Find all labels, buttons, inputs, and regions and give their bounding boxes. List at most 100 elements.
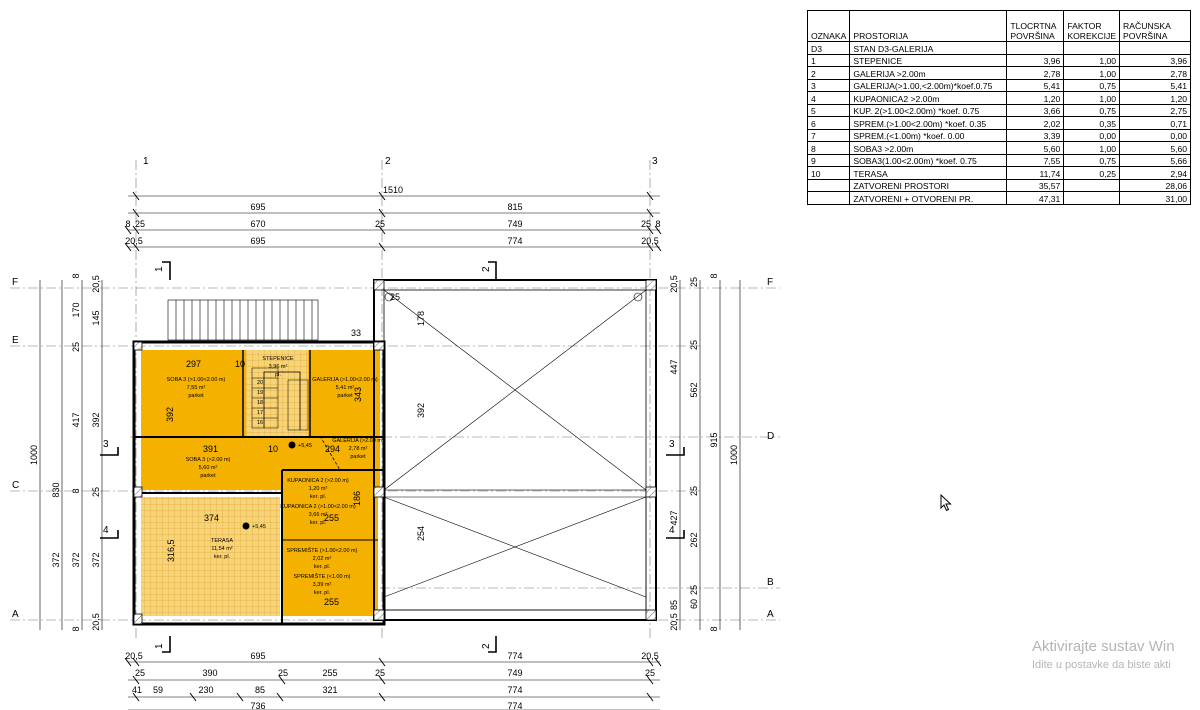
room-floor: ker. pl.: [314, 564, 331, 570]
svg-text:774: 774: [507, 701, 522, 710]
room-label: SPREMIŠTE (>1.00<2.00 m): [287, 547, 358, 554]
room-label: KUPAONICA 2 (>1.00<2.00 m): [280, 504, 356, 510]
room-floor: parket: [350, 454, 366, 460]
cell-factor: 0,75: [1063, 78, 1121, 92]
room-area: 2,78 m²: [349, 446, 368, 452]
svg-text:25: 25: [375, 668, 385, 678]
left-dimensions: 1000 830 372 170 417 372 145 392 372 8 2…: [29, 273, 101, 631]
svg-text:1000: 1000: [29, 445, 39, 465]
room-labels: SOBA 3 (>1.00<2.00 m) 7,55 m² parket STE…: [167, 356, 384, 596]
top-dimensions: 1510 695 815 8 25 670 25 749 25 8 20,5 6…: [125, 185, 660, 246]
room-label: KUPAONICA 2 (>2.00 m): [287, 478, 349, 484]
cell-name: SOBA3(1.00<2.00m) *koef. 0.75: [849, 153, 1008, 167]
svg-text:695: 695: [250, 651, 265, 661]
cell-area: 3,66: [1006, 103, 1065, 117]
svg-text:343: 343: [353, 387, 363, 402]
svg-text:18: 18: [257, 400, 263, 406]
room-area: 2,02 m²: [313, 556, 332, 562]
svg-text:447: 447: [669, 359, 679, 374]
svg-text:145: 145: [91, 310, 101, 325]
cell-code: 3: [806, 78, 851, 92]
svg-text:297: 297: [186, 359, 201, 369]
svg-text:695: 695: [250, 202, 265, 212]
room-label: GALERIJA (>1.00<2.00 m): [312, 377, 378, 383]
section-marks: [100, 261, 685, 653]
cell-code: 1: [806, 53, 851, 67]
svg-text:1000: 1000: [729, 445, 739, 465]
cell-name: TERASA: [849, 166, 1008, 180]
room-label: SOBA 3 (>2.00 m): [186, 457, 231, 463]
svg-text:25: 25: [645, 668, 655, 678]
cell-name: KUPAONICA2 >2.00m: [849, 91, 1008, 105]
cell-factor: 0,00: [1063, 128, 1121, 142]
svg-text:25: 25: [390, 292, 400, 302]
svg-text:17: 17: [257, 410, 263, 416]
room-floor: ker. pl.: [314, 590, 331, 596]
cell-area: 47,31: [1006, 191, 1065, 205]
svg-text:562: 562: [689, 382, 699, 397]
svg-text:670: 670: [250, 219, 265, 229]
svg-text:25: 25: [135, 219, 145, 229]
svg-text:25: 25: [689, 277, 699, 287]
room-floor: parket: [188, 393, 204, 399]
svg-text:20: 20: [257, 380, 263, 386]
header-tlocrtna: TLOCRTNA POVRŠINA: [1006, 10, 1065, 42]
mouse-cursor-icon: [940, 494, 952, 512]
svg-text:19: 19: [257, 390, 263, 396]
room-fills: [141, 350, 380, 616]
svg-text:8: 8: [71, 488, 81, 493]
svg-text:20,5: 20,5: [669, 613, 679, 631]
header-prostorija: PROSTORIJA: [849, 10, 1008, 42]
cell-factor: 0,75: [1063, 153, 1121, 167]
cell-factor: 1,00: [1063, 66, 1121, 80]
cell-code: [806, 191, 851, 205]
room-label: SOBA 3 (>1.00<2.00 m): [167, 377, 226, 383]
svg-text:2: 2: [481, 266, 492, 272]
svg-text:178: 178: [416, 311, 426, 326]
svg-text:391: 391: [203, 444, 218, 454]
svg-text:10: 10: [235, 359, 245, 369]
svg-text:25: 25: [71, 342, 81, 352]
svg-text:254: 254: [416, 526, 426, 541]
windows-activation-watermark: Aktivirajte sustav Win Idite u postavke …: [1032, 638, 1175, 671]
header-faktor: FAKTOR KOREKCIJE: [1063, 10, 1121, 42]
svg-text:915: 915: [709, 432, 719, 447]
cell-name: STEPENICE: [849, 53, 1008, 67]
svg-text:20,5: 20,5: [641, 236, 659, 246]
svg-text:25: 25: [135, 668, 145, 678]
svg-text:392: 392: [165, 407, 175, 422]
cell-calc: 1,20: [1119, 91, 1192, 105]
cell-code: 6: [806, 116, 851, 130]
cell-name: SPREM.(>1.00<2.00m) *koef. 0.35: [849, 116, 1008, 130]
columns: [133, 279, 657, 625]
room-label: GALERIJA (>2.00 m): [332, 438, 384, 444]
svg-text:255: 255: [324, 597, 339, 607]
axis-row-label: D: [767, 431, 774, 442]
room-floor: ker. pl.: [310, 494, 327, 500]
cell-name: STAN D3-GALERIJA: [849, 41, 1008, 55]
svg-text:10: 10: [268, 444, 278, 454]
room-floor: parket: [200, 473, 216, 479]
svg-text:392: 392: [91, 412, 101, 427]
room-area: 1,20 m²: [309, 486, 328, 492]
cell-factor: 1,00: [1063, 141, 1121, 155]
cell-factor: 1,00: [1063, 91, 1121, 105]
cell-code: 7: [806, 128, 851, 142]
cell-name: ZATVORENI PROSTORI: [849, 178, 1008, 192]
cell-calc: 5,41: [1119, 78, 1192, 92]
cell-code: 4: [806, 91, 851, 105]
svg-text:316,5: 316,5: [166, 539, 176, 562]
svg-text:392: 392: [416, 403, 426, 418]
axis-row-label: C: [12, 480, 19, 491]
cell-factor: 0,25: [1063, 166, 1121, 180]
room-area: 5,41 m²: [336, 385, 355, 391]
svg-text:25: 25: [375, 219, 385, 229]
svg-text:186: 186: [352, 491, 362, 506]
room-area: 3,96 m²: [269, 364, 288, 370]
svg-text:8: 8: [655, 219, 660, 229]
room-floor: ker. pl.: [310, 520, 327, 526]
cell-code: [806, 178, 851, 192]
